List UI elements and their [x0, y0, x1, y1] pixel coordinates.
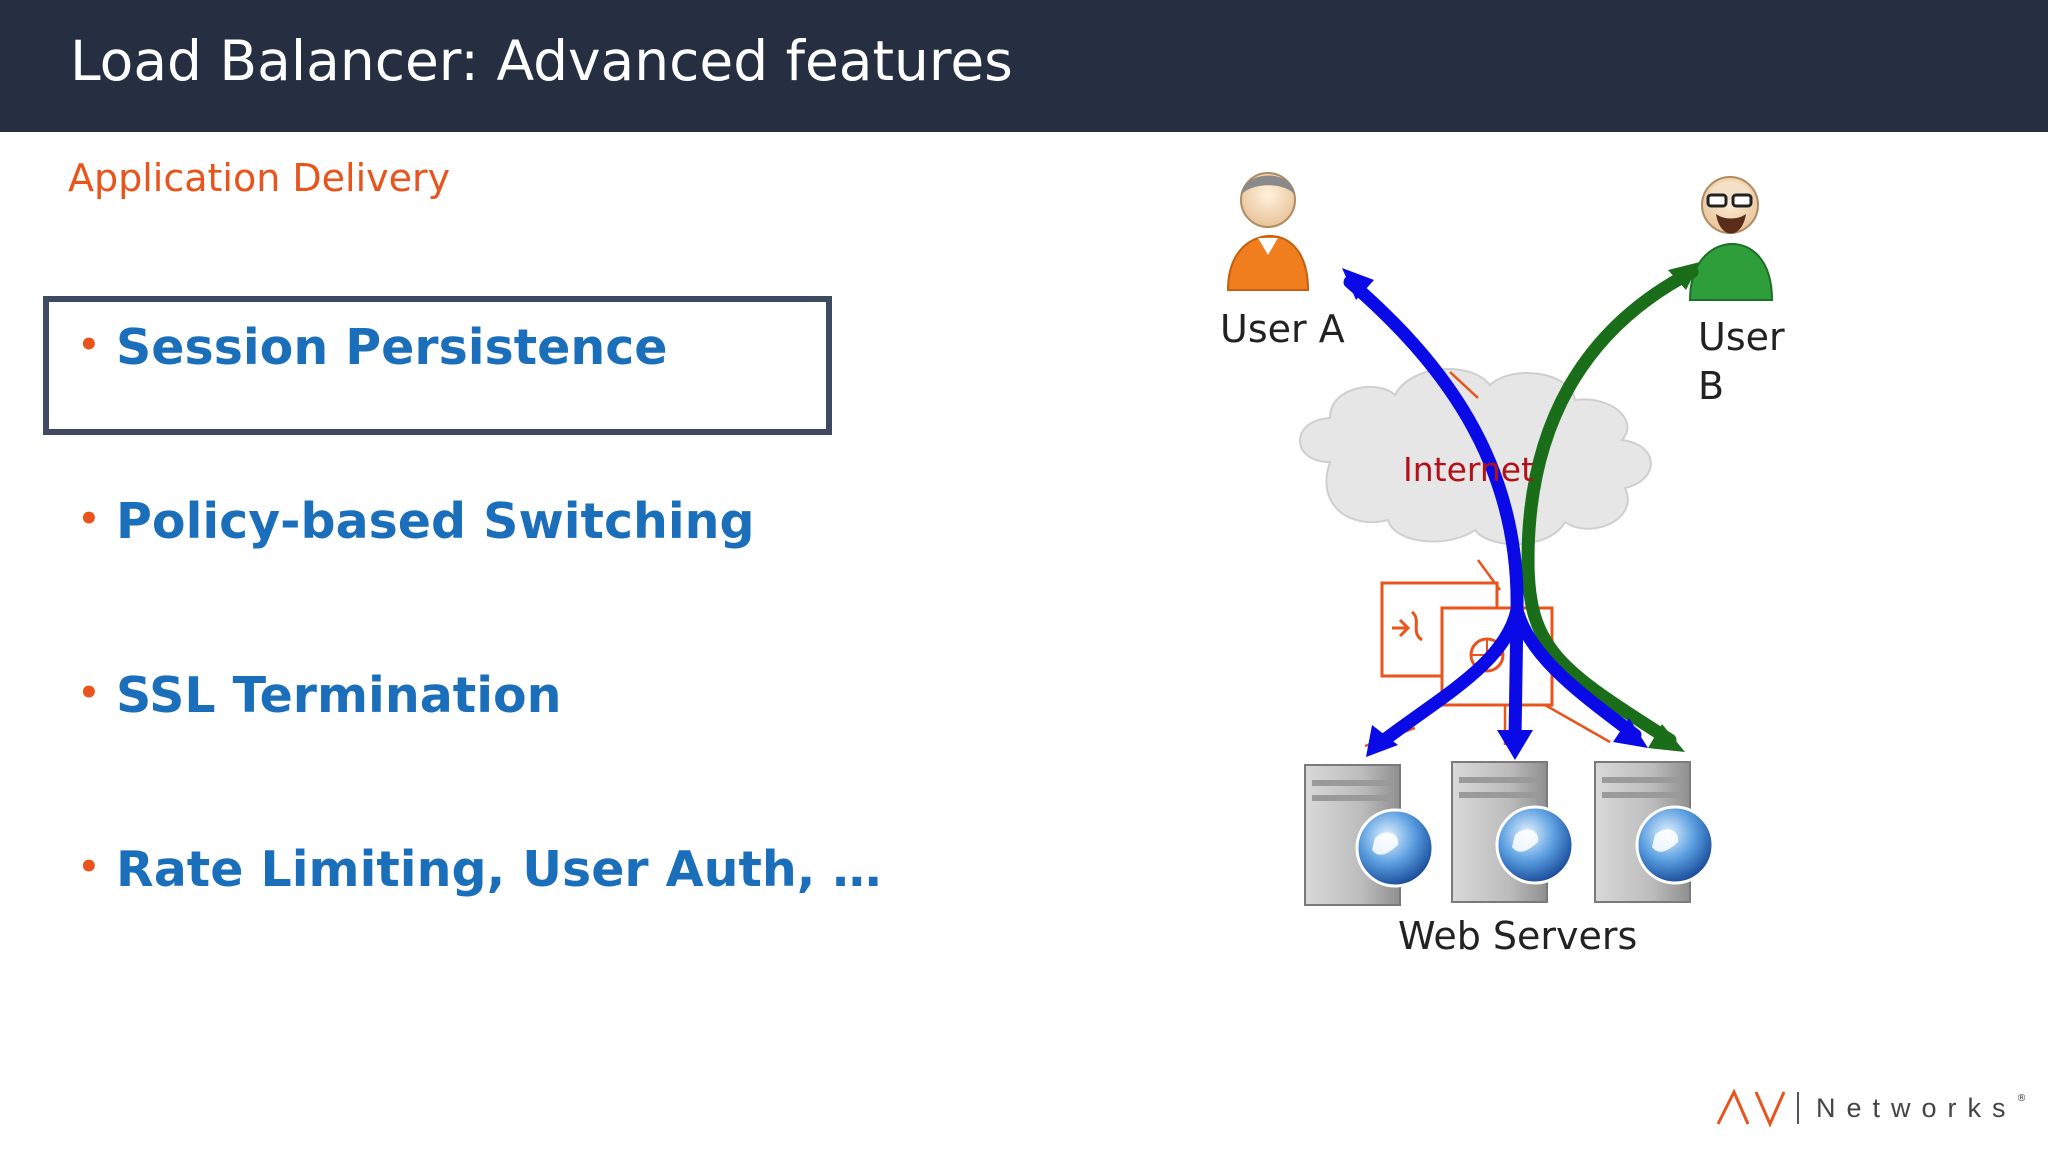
bullet-label: SSL Termination [116, 667, 562, 724]
bullet-dot: • [78, 498, 100, 539]
bullet-policy-switching: • Policy-based Switching [78, 492, 755, 555]
web-server-icon [1594, 761, 1715, 903]
load-balancer-icon [1380, 581, 1554, 707]
user-b-path [1521, 262, 1700, 752]
user-a-arrowheads [1342, 268, 1648, 760]
logo-text: Networks [1816, 1092, 2017, 1123]
bullet-dot: • [78, 324, 100, 365]
bullet-rate-limiting: • Rate Limiting, User Auth, … [78, 840, 881, 903]
user-b-icon [1688, 176, 1774, 301]
avi-networks-logo: Networks® [1716, 1083, 2027, 1133]
bullet-label: Rate Limiting, User Auth, … [116, 841, 882, 898]
web-servers-label: Web Servers [1398, 914, 1638, 958]
title-bar: Load Balancer: Advanced features [0, 0, 2048, 132]
highlight-box [43, 296, 832, 435]
slide-title: Load Balancer: Advanced features [70, 29, 1013, 93]
section-subtitle: Application Delivery [68, 156, 451, 200]
bullet-ssl-termination: • SSL Termination [78, 666, 562, 729]
bullet-dot: • [78, 672, 100, 713]
bullet-session-persistence: • Session Persistence [78, 318, 668, 381]
bullet-label: Session Persistence [116, 319, 668, 376]
user-a-path [1343, 275, 1642, 752]
bullet-label: Policy-based Switching [116, 493, 755, 550]
logo-registered: ® [2016, 1092, 2027, 1104]
user-b-label-line2: B [1698, 364, 1725, 408]
avi-logo-mark-icon [1716, 1088, 1799, 1128]
web-server-icon [1451, 761, 1575, 903]
user-a-icon [1226, 172, 1310, 291]
bullet-dot: • [78, 846, 100, 887]
web-server-icon [1304, 764, 1435, 906]
internet-label: Internet [1403, 450, 1535, 489]
user-a-label: User A [1220, 307, 1345, 351]
user-b-label-line1: User [1698, 315, 1785, 359]
